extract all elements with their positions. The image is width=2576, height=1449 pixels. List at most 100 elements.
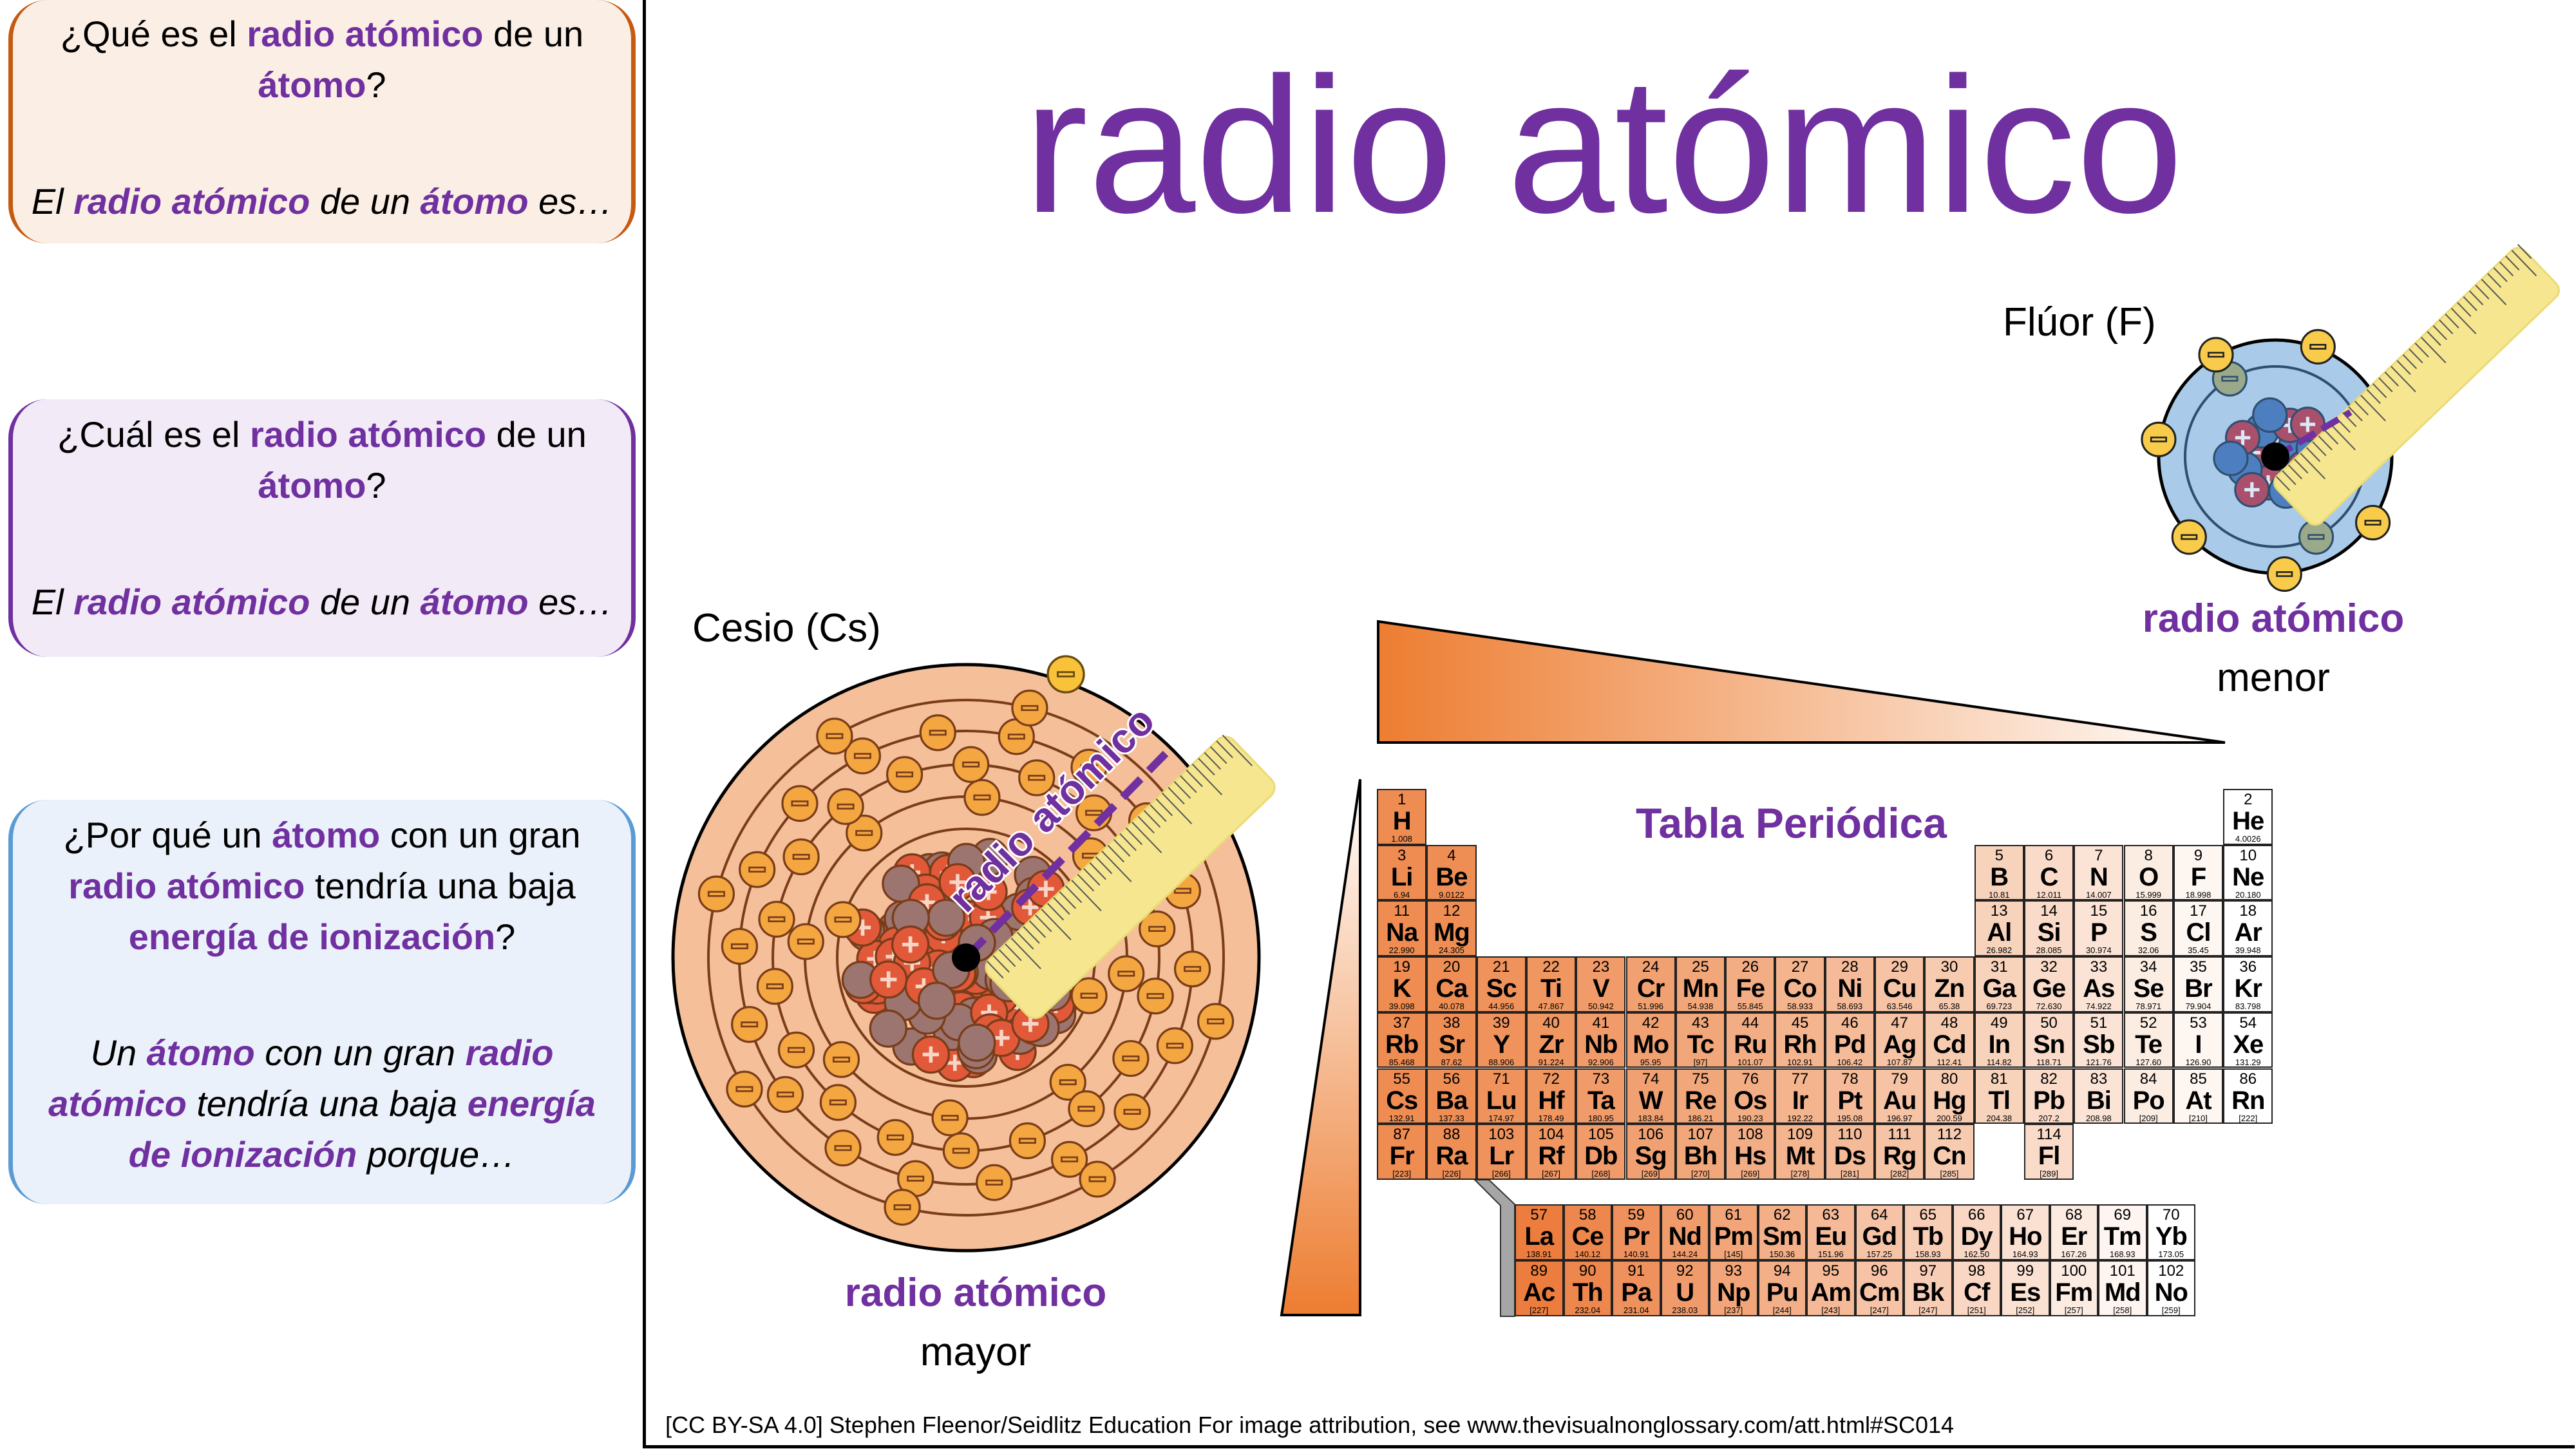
element-name: Neptunium <box>1710 1315 1757 1316</box>
atomic-number: 99 <box>2016 1262 2034 1280</box>
electron <box>1197 1003 1235 1040</box>
atomic-mass: 131.29 <box>2235 1057 2261 1067</box>
atomic-mass: [247] <box>1870 1305 1889 1315</box>
text-segment: El <box>31 582 74 622</box>
electron <box>1112 1039 1150 1077</box>
atomic-number: 58 <box>1578 1206 1596 1224</box>
atomic-mass: 74.922 <box>2085 1001 2112 1012</box>
atomic-mass: 138.91 <box>1526 1249 1552 1259</box>
element-name: Copernicium <box>1926 1179 1973 1180</box>
atomic-number: 11 <box>1394 902 1410 920</box>
element-symbol: Po <box>2132 1086 2165 1115</box>
fluorine-atom-drawing <box>2141 243 2560 592</box>
element-symbol: In <box>1988 1030 2011 1059</box>
ruler-tick <box>2312 441 2327 457</box>
atomic-mass: [266] <box>1492 1169 1511 1179</box>
atomic-mass: 204.38 <box>1986 1113 2012 1123</box>
element-name: Uranium <box>1662 1315 1709 1316</box>
minus-sign-icon <box>826 733 844 739</box>
key-term: energía <box>467 1083 596 1124</box>
text-segment: tendría una baja <box>305 866 576 906</box>
atomic-mass: 102.91 <box>1787 1057 1813 1067</box>
text-segment: tendría una baja <box>186 1083 468 1124</box>
question-line: ¿Qué es el radio atómico de un <box>13 12 631 57</box>
ruler-tick <box>1155 798 1173 817</box>
atomic-mass: 78.971 <box>2136 1001 2162 1012</box>
atomic-number: 38 <box>1443 1014 1461 1032</box>
question-line: ¿Por qué un átomo con un gran <box>13 813 631 858</box>
element-name: Francium <box>1378 1179 1425 1180</box>
element-H: 1H1.008Hydrogen <box>1377 789 1427 845</box>
element-symbol: P <box>2090 918 2108 947</box>
atomic-mass: 183.84 <box>1638 1113 1664 1123</box>
atomic-number: 76 <box>1741 1070 1759 1088</box>
atomic-mass: [259] <box>2161 1305 2181 1315</box>
element-symbol: Sm <box>1763 1222 1802 1251</box>
element-symbol: Pr <box>1623 1222 1650 1251</box>
minus-sign-icon <box>962 761 980 768</box>
electron-body <box>886 755 923 793</box>
atomic-number: 46 <box>1841 1014 1859 1032</box>
element-symbol: Mt <box>1785 1142 1815 1171</box>
cesium-caption-radius: radio atómico <box>844 1271 1107 1315</box>
atomic-mass: 50.942 <box>1587 1001 1614 1012</box>
question-line: átomo? <box>13 463 631 508</box>
element-symbol: Er <box>2061 1222 2087 1251</box>
element-symbol: Cr <box>1636 974 1665 1003</box>
ruler-tick <box>2511 249 2537 276</box>
element-name: Nobelium <box>2148 1315 2195 1316</box>
atomic-mass: 40.078 <box>1439 1001 1464 1012</box>
atomic-mass: [270] <box>1690 1169 1710 1179</box>
plus-sign-icon <box>947 1054 963 1071</box>
element-symbol: Zr <box>1539 1030 1564 1059</box>
element-symbol: Fe <box>1736 974 1765 1003</box>
element-symbol: At <box>2185 1086 2211 1115</box>
atomic-number: 21 <box>1492 958 1510 976</box>
text-segment: ¿Qué es el <box>60 14 247 54</box>
atomic-number: 79 <box>1891 1070 1908 1088</box>
ruler-tick <box>1016 932 1034 950</box>
atomic-number: 28 <box>1841 958 1859 976</box>
key-term: radio atómico <box>247 14 484 54</box>
electron <box>1173 950 1211 988</box>
element-symbol: Ds <box>1833 1142 1866 1171</box>
minus-sign-icon <box>886 1134 904 1141</box>
ruler-tick <box>1028 920 1046 938</box>
element-symbol: Sb <box>2083 1030 2115 1059</box>
atomic-mass: [285] <box>1940 1169 1959 1179</box>
plus-sign-icon <box>1037 880 1054 897</box>
trend-wedge-horizontal <box>1377 620 2226 744</box>
ruler-tick <box>2372 383 2387 399</box>
atomic-mass: [222] <box>2239 1113 2258 1123</box>
electron-body <box>726 1070 763 1108</box>
ruler-tick <box>1216 740 1233 759</box>
element-symbol: Na <box>1386 918 1418 947</box>
plus-sign-icon <box>922 1046 939 1063</box>
key-term: átomo <box>420 582 529 622</box>
element-symbol: Lr <box>1489 1142 1514 1171</box>
electron <box>756 967 793 1005</box>
ruler-tick <box>2282 470 2297 486</box>
